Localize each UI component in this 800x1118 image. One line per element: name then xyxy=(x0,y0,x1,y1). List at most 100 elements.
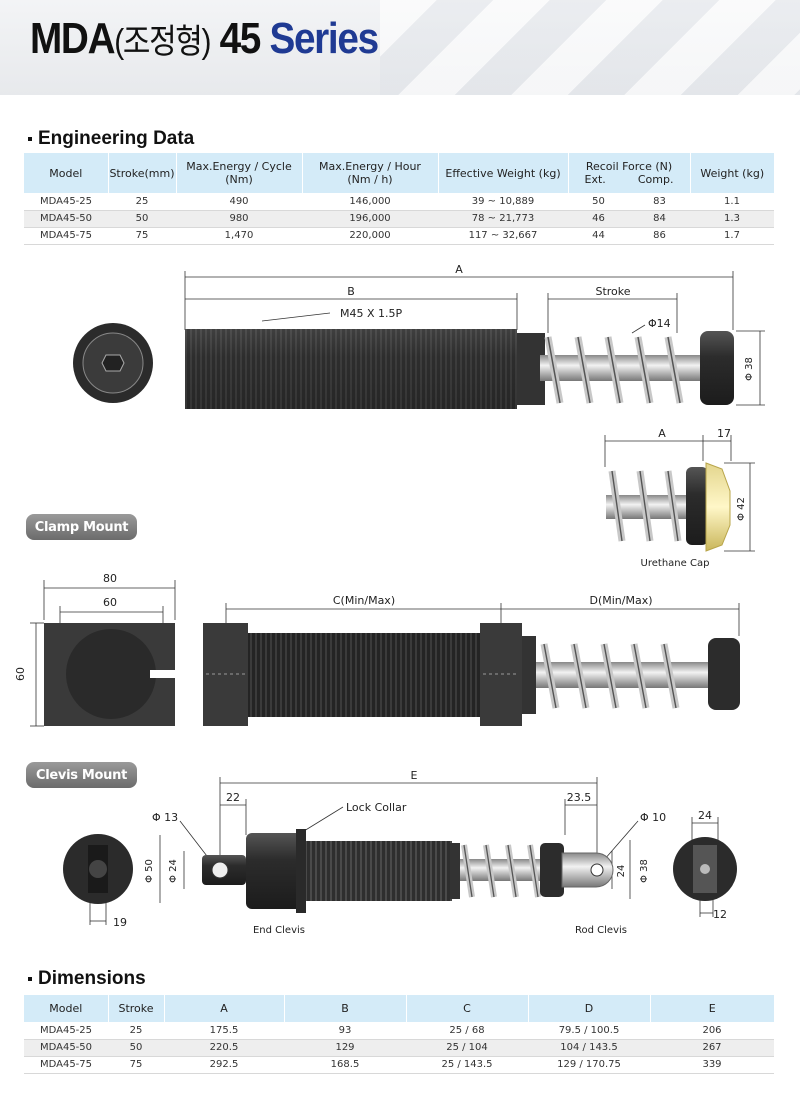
table-cell: 168.5 xyxy=(284,1056,406,1074)
table-cell: 79.5 / 100.5 xyxy=(528,1022,650,1040)
table-cell: 220,000 xyxy=(302,227,438,245)
lock-collar-label: Lock Collar xyxy=(346,801,407,814)
phi38-dim-line xyxy=(736,330,765,406)
table-cell: 196,000 xyxy=(302,210,438,228)
table-cell: 39 ~ 10,889 xyxy=(438,193,568,211)
piston-rod xyxy=(540,355,710,381)
table-cell: 46 xyxy=(568,210,629,228)
table-cell: 50 xyxy=(568,193,629,211)
dim-a-label: A xyxy=(455,263,463,276)
title-model: MDA xyxy=(30,14,116,63)
column-header: D xyxy=(527,995,650,1022)
column-header: B xyxy=(283,995,406,1022)
shock-absorber-diagram: A B Stroke M45 X 1.5P Φ14 Φ 38 xyxy=(73,263,765,569)
urethane-cap xyxy=(705,462,731,552)
column-header: A xyxy=(163,995,284,1022)
clevis-dim-24-top: 24 xyxy=(698,809,712,822)
table-cell: 1.3 xyxy=(690,210,774,228)
table-cell: 25 / 68 xyxy=(406,1022,528,1040)
table-cell: 25 / 104 xyxy=(406,1039,528,1057)
table-cell: 339 xyxy=(650,1056,774,1074)
dimensions-section-title: Dimensions xyxy=(28,968,146,990)
clevis-end-view-left xyxy=(63,834,133,904)
end-view-circle xyxy=(73,323,153,403)
lock-collar xyxy=(246,833,302,909)
bullet-icon xyxy=(28,137,32,141)
dim-stroke-label: Stroke xyxy=(595,285,630,298)
table-cell: 1,470 xyxy=(176,227,302,245)
table-cell: 490 xyxy=(176,193,302,211)
phi38-label: Φ 38 xyxy=(744,357,755,381)
table-cell: 75 xyxy=(108,1056,164,1074)
col-weight: Weight (kg) xyxy=(689,153,774,193)
table-cell: 146,000 xyxy=(302,193,438,211)
title-series: Series xyxy=(269,14,379,63)
column-header: Model xyxy=(24,995,108,1022)
table-cell: 25 / 143.5 xyxy=(406,1056,528,1074)
clamp-mount-label: Clamp Mount xyxy=(26,514,137,540)
col-effective-weight: Effective Weight (kg) xyxy=(437,153,568,193)
engineering-header-row: Model Stroke(mm) Max.Energy / Cycle (Nm)… xyxy=(24,153,774,193)
clamp-dim-60-width: 60 xyxy=(103,596,117,609)
page-title: MDA(조정형) 45 Series xyxy=(30,14,379,64)
table-cell: 86 xyxy=(629,227,690,245)
clevis-phi13: Φ 13 xyxy=(152,811,178,824)
bullet-icon xyxy=(28,977,32,981)
title-type: (조정형) xyxy=(114,23,211,61)
table-cell: MDA45-50 xyxy=(24,1039,108,1057)
urethane-dim-lines xyxy=(604,435,732,467)
header-decoration xyxy=(380,0,800,95)
col-max-energy-hour: Max.Energy / Hour (Nm / h) xyxy=(301,153,438,193)
clevis-dim-24: 24 xyxy=(616,865,627,878)
table-cell: 84 xyxy=(629,210,690,228)
table-cell: 980 xyxy=(176,210,302,228)
clevis-dim-19: 19 xyxy=(113,916,127,929)
clevis-phi38: Φ 38 xyxy=(639,859,650,883)
table-cell: 104 / 143.5 xyxy=(528,1039,650,1057)
table-cell: 1.1 xyxy=(690,193,774,211)
column-header: C xyxy=(405,995,528,1022)
clevis-phi10: Φ 10 xyxy=(640,811,666,824)
dim-stroke-line xyxy=(547,293,678,333)
table-cell: MDA45-50 xyxy=(24,210,108,228)
phi14-label: Φ14 xyxy=(648,317,671,330)
col-model: Model xyxy=(24,153,108,193)
clevis-end-view-right xyxy=(673,837,737,901)
dim-a-line xyxy=(184,271,734,330)
table-cell: 83 xyxy=(629,193,690,211)
page-header: MDA(조정형) 45 Series xyxy=(0,0,800,95)
end-clevis-label: End Clevis xyxy=(253,925,305,936)
title-size: 45 xyxy=(219,14,262,63)
clevis-dim-23-5: 23.5 xyxy=(567,791,592,804)
clevis-phi50: Φ 50 xyxy=(144,859,155,883)
table-cell: 175.5 xyxy=(164,1022,284,1040)
clevis-dim-e: E xyxy=(411,769,418,782)
table-cell: 129 / 170.75 xyxy=(528,1056,650,1074)
table-cell: MDA45-75 xyxy=(24,227,108,245)
table-cell: 44 xyxy=(568,227,629,245)
col-max-energy-cycle: Max.Energy / Cycle (Nm) xyxy=(175,153,302,193)
clamp-dim-c: C(Min/Max) xyxy=(333,594,395,607)
dim-b-label: B xyxy=(347,285,355,298)
clamp-threaded-body xyxy=(248,633,480,717)
table-cell: 50 xyxy=(108,210,176,228)
clamp-dim-60-height: 60 xyxy=(14,667,27,681)
clevis-phi24: Φ 24 xyxy=(168,859,179,883)
thread-label: M45 X 1.5P xyxy=(340,307,403,320)
clevis-mount-label: Clevis Mount xyxy=(26,762,137,788)
urethane-dim-a: A xyxy=(658,427,666,440)
table-cell: MDA45-25 xyxy=(24,193,108,211)
col-recoil-force: Recoil Force (N) Ext.Comp. xyxy=(567,153,690,193)
table-cell: 117 ~ 32,667 xyxy=(438,227,568,245)
table-cell: MDA45-25 xyxy=(24,1022,108,1040)
table-cell: 292.5 xyxy=(164,1056,284,1074)
col-stroke: Stroke(mm) xyxy=(107,153,176,193)
